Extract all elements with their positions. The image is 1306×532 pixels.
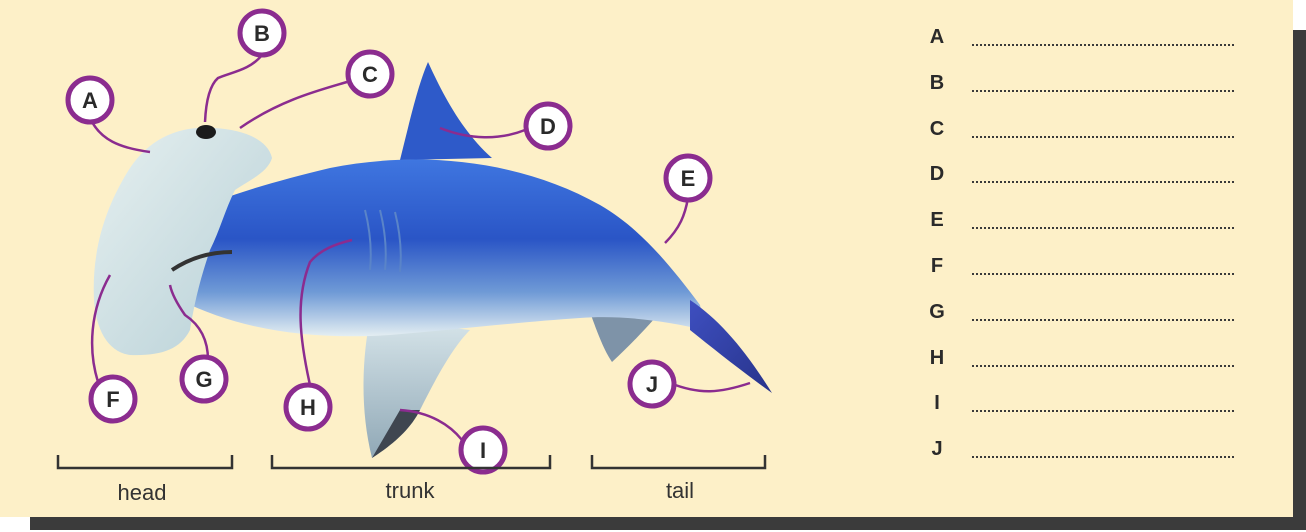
callout-j-label: J: [646, 372, 658, 397]
callout-f: F: [91, 377, 135, 421]
answer-letter-e: E: [920, 205, 954, 235]
tail-fin: [690, 300, 772, 393]
answer-letter-b: B: [920, 68, 954, 98]
region-brackets: [58, 455, 765, 468]
callout-b-label: B: [254, 21, 270, 46]
shark-diagram: A B C D E: [0, 0, 900, 517]
head-region-label: head: [92, 480, 192, 506]
answer-field-a[interactable]: [972, 24, 1238, 48]
answer-row-f: F: [920, 251, 1240, 297]
answer-letter-c: C: [920, 114, 954, 144]
answer-row-g: G: [920, 297, 1240, 343]
answer-field-b[interactable]: [972, 70, 1238, 94]
answer-field-c[interactable]: [972, 116, 1238, 140]
pointer-j: [670, 383, 750, 391]
answer-field-f[interactable]: [972, 253, 1238, 277]
answer-row-h: H: [920, 343, 1240, 389]
callout-c: C: [348, 52, 392, 96]
callout-g-label: G: [195, 367, 212, 392]
answer-row-a: A: [920, 22, 1240, 68]
answer-row-i: I: [920, 388, 1240, 434]
callout-f-label: F: [106, 387, 119, 412]
answer-letter-f: F: [920, 251, 954, 281]
tail-region-label: tail: [630, 478, 730, 504]
callout-g: G: [182, 357, 226, 401]
callout-h: H: [286, 385, 330, 429]
callout-e-label: E: [681, 166, 696, 191]
callout-j: J: [630, 362, 674, 406]
answer-field-d[interactable]: [972, 161, 1238, 185]
answer-letter-j: J: [920, 434, 954, 464]
answer-field-h[interactable]: [972, 345, 1238, 369]
callout-i-label: I: [480, 438, 486, 463]
answer-letter-d: D: [920, 159, 954, 189]
answer-field-g[interactable]: [972, 299, 1238, 323]
answer-row-c: C: [920, 114, 1240, 160]
callout-a-label: A: [82, 88, 98, 113]
trunk-region-label: trunk: [360, 478, 460, 504]
answer-letter-a: A: [920, 22, 954, 52]
callout-h-label: H: [300, 395, 316, 420]
answer-field-i[interactable]: [972, 390, 1238, 414]
answer-letter-h: H: [920, 343, 954, 373]
dorsal-fin: [400, 62, 492, 160]
callout-d: D: [526, 104, 570, 148]
answer-letter-g: G: [920, 297, 954, 327]
answer-row-e: E: [920, 205, 1240, 251]
callout-a: A: [68, 78, 112, 122]
answer-row-j: J: [920, 434, 1240, 480]
pointer-c: [240, 82, 347, 128]
answer-row-d: D: [920, 159, 1240, 205]
pointer-a: [90, 118, 150, 152]
answer-letter-i: I: [920, 388, 954, 418]
worksheet-panel: A B C D E: [0, 0, 1293, 517]
pointer-b: [205, 55, 262, 122]
pectoral-fin: [364, 318, 471, 458]
callout-d-label: D: [540, 114, 556, 139]
callout-e: E: [666, 156, 710, 200]
answer-field-e[interactable]: [972, 207, 1238, 231]
answer-list: A B C D E: [920, 22, 1240, 480]
answer-field-j[interactable]: [972, 436, 1238, 460]
trunk-bracket: [272, 455, 550, 468]
shark-diagram-svg: A B C D E: [0, 0, 900, 517]
shark-eye: [196, 125, 216, 139]
callout-c-label: C: [362, 62, 378, 87]
callout-i: I: [461, 428, 505, 472]
answer-row-b: B: [920, 68, 1240, 114]
callout-b: B: [240, 11, 284, 55]
head-bracket: [58, 455, 232, 468]
tail-bracket: [592, 455, 765, 468]
pointer-e: [665, 198, 688, 243]
